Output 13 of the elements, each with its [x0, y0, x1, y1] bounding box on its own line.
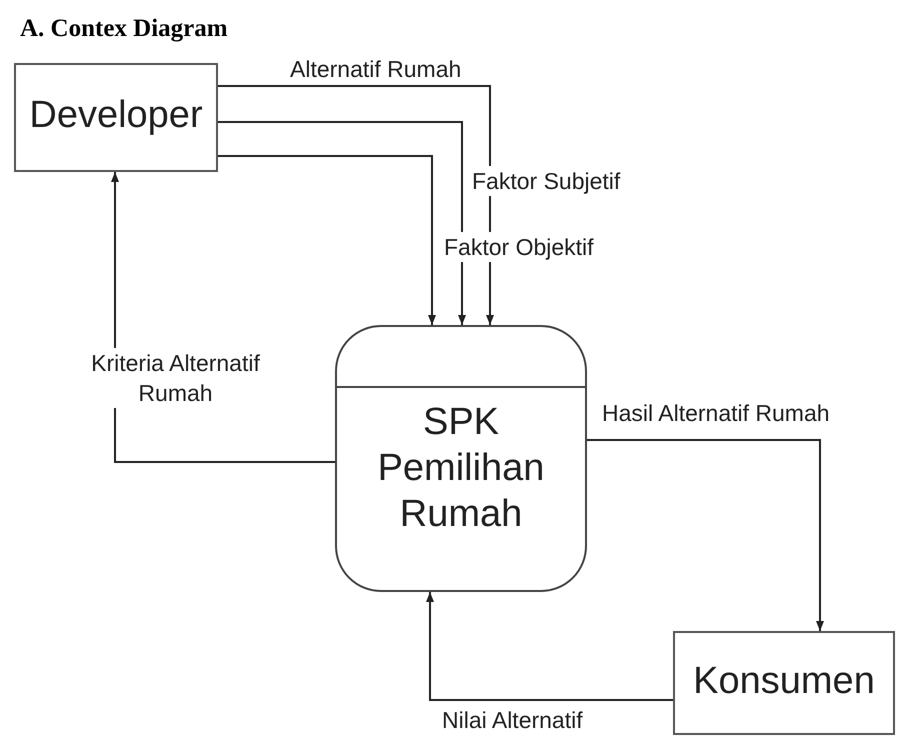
arrow: [218, 121, 466, 325]
external-entity-box: [14, 63, 218, 172]
external-entity-box: [673, 631, 895, 735]
arrow: [426, 592, 673, 701]
arrow: [587, 439, 824, 631]
process-box: [335, 325, 587, 592]
node-label: Developer: [28, 93, 204, 138]
diagram-title: A. Contex Diagram: [20, 14, 228, 44]
arrow: [111, 172, 335, 463]
node-label: Konsumen: [692, 658, 876, 704]
arrow: [218, 85, 494, 325]
node-label: SPK Pemilihan Rumah: [376, 400, 546, 537]
arrow: [218, 155, 436, 325]
